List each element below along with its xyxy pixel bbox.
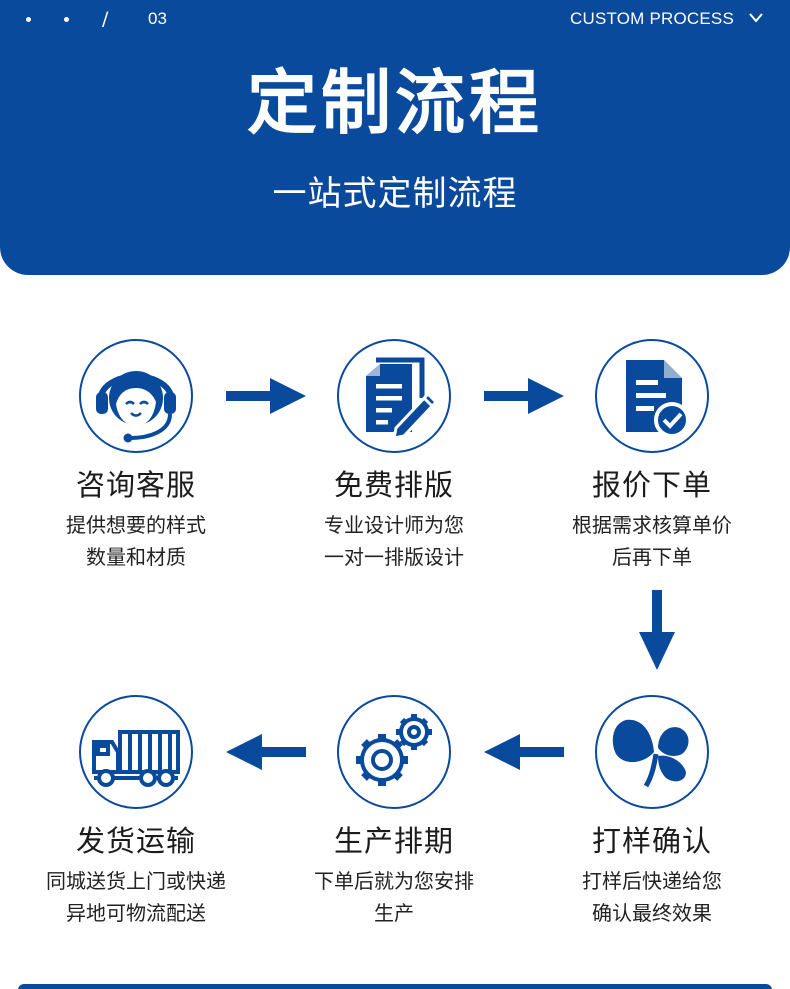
- step-icon-circle: [79, 339, 193, 453]
- step-description-line: 下单后就为您安排: [314, 869, 474, 894]
- page-title: 定制流程: [247, 62, 543, 144]
- arrow-right-icon: [226, 378, 306, 414]
- section-english-label: CUSTOM PROCESS: [569, 9, 734, 28]
- step-icon-circle: [337, 695, 451, 809]
- arrow-down-icon: [639, 590, 675, 670]
- document-check-icon: [626, 360, 690, 438]
- step-title: 免费排版: [333, 468, 454, 502]
- delivery-truck-icon: [92, 730, 180, 787]
- next-section-edge: [18, 984, 772, 989]
- arrow-left-icon: [484, 734, 564, 770]
- step-description: 同城送货上门或快递 异地可物流配送: [16, 865, 256, 929]
- step-icon-circle: [595, 339, 709, 453]
- step-description: 打样后快递给您 确认最终效果: [532, 865, 772, 929]
- step-title: 生产排期: [333, 824, 454, 858]
- process-step-layout: 免费排版 专业设计师为您 一对一排版设计: [274, 339, 514, 573]
- step-description-line: 异地可物流配送: [66, 901, 206, 926]
- header-banner: / 03 CUSTOM PROCESS 定制流程 一站式定制流程: [0, 0, 790, 275]
- page-subtitle: 一站式定制流程: [272, 174, 518, 214]
- step-description-line: 提供想要的样式: [66, 513, 206, 538]
- process-step-sample: 打样确认 打样后快递给您 确认最终效果: [532, 695, 772, 929]
- step-description: 提供想要的样式 数量和材质: [16, 509, 256, 573]
- document-pen-icon: [366, 357, 439, 440]
- step-description-line: 同城送货上门或快递: [46, 869, 226, 894]
- step-description-line: 一对一排版设计: [324, 545, 464, 570]
- header-dot: [26, 17, 31, 22]
- header-slash: /: [102, 8, 109, 30]
- step-description-line: 确认最终效果: [592, 901, 712, 926]
- step-title: 报价下单: [591, 468, 712, 502]
- step-description: 下单后就为您安排 生产: [274, 865, 514, 929]
- process-step-consult: 咨询客服 提供想要的样式 数量和材质: [16, 339, 256, 573]
- arrow-left-icon: [226, 734, 306, 770]
- section-number: 03: [148, 9, 167, 28]
- step-icon-circle: [337, 339, 451, 453]
- leaf-clover-icon: [612, 719, 689, 788]
- step-description-line: 专业设计师为您: [324, 513, 464, 538]
- step-description-line: 数量和材质: [86, 545, 186, 570]
- step-title: 咨询客服: [75, 468, 196, 502]
- process-step-quote: 报价下单 根据需求核算单价 后再下单: [532, 339, 772, 573]
- step-title: 打样确认: [591, 824, 712, 858]
- step-icon-circle: [595, 695, 709, 809]
- step-icon-circle: [79, 695, 193, 809]
- chevron-down-icon[interactable]: [748, 11, 764, 25]
- step-description-line: 生产: [374, 901, 414, 926]
- gears-icon: [356, 714, 432, 786]
- step-description-line: 打样后快递给您: [582, 869, 722, 894]
- step-description-line: 根据需求核算单价: [572, 513, 732, 538]
- step-description: 根据需求核算单价 后再下单: [532, 509, 772, 573]
- header-dot: [64, 17, 69, 22]
- process-step-production: 生产排期 下单后就为您安排 生产: [274, 695, 514, 929]
- step-description: 专业设计师为您 一对一排版设计: [274, 509, 514, 573]
- step-description-line: 后再下单: [612, 545, 692, 570]
- arrow-right-icon: [484, 378, 564, 414]
- customer-service-headset-icon: [96, 371, 176, 443]
- step-title: 发货运输: [75, 824, 196, 858]
- process-step-shipping: 发货运输 同城送货上门或快递 异地可物流配送: [16, 695, 256, 929]
